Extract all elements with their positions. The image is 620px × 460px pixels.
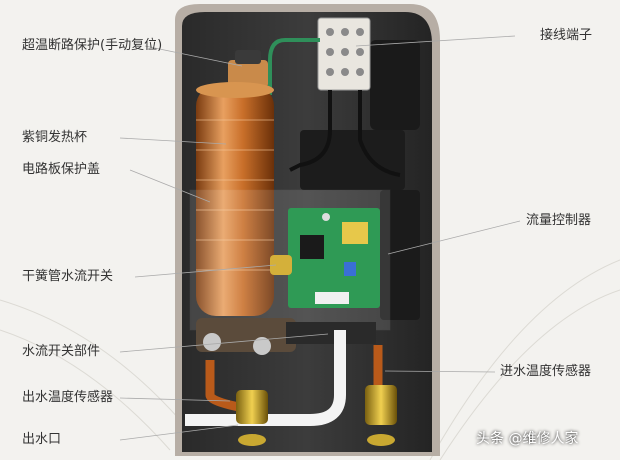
watermark: 头条 @维修人家: [476, 431, 579, 447]
label-terminal-block: 接线端子: [540, 28, 593, 43]
leader-line: [134, 264, 277, 278]
label-inlet-temp-sensor: 进水温度传感器: [500, 364, 592, 379]
leader-line: [144, 45, 243, 67]
label-copper-heating-cup: 紫铜发热杯: [22, 130, 88, 145]
label-circuit-board-cover: 电路板保护盖: [22, 162, 101, 177]
leader-line: [119, 137, 227, 145]
label-outlet-temp-sensor: 出水温度传感器: [22, 390, 114, 405]
leader-line: [384, 370, 496, 373]
leader-line: [119, 397, 231, 402]
label-flow-controller: 流量控制器: [526, 213, 592, 228]
label-overheat-cutout: 超温断路保护(手动复位): [22, 38, 163, 53]
leader-line: [387, 220, 521, 255]
leader-line: [119, 424, 239, 441]
label-flow-switch-parts: 水流开关部件: [22, 344, 101, 359]
leader-line: [355, 35, 516, 47]
label-reed-flow-switch: 干簧管水流开关: [22, 269, 114, 284]
label-water-outlet: 出水口: [22, 432, 62, 447]
leader-line: [129, 169, 211, 203]
leader-line: [119, 333, 329, 353]
